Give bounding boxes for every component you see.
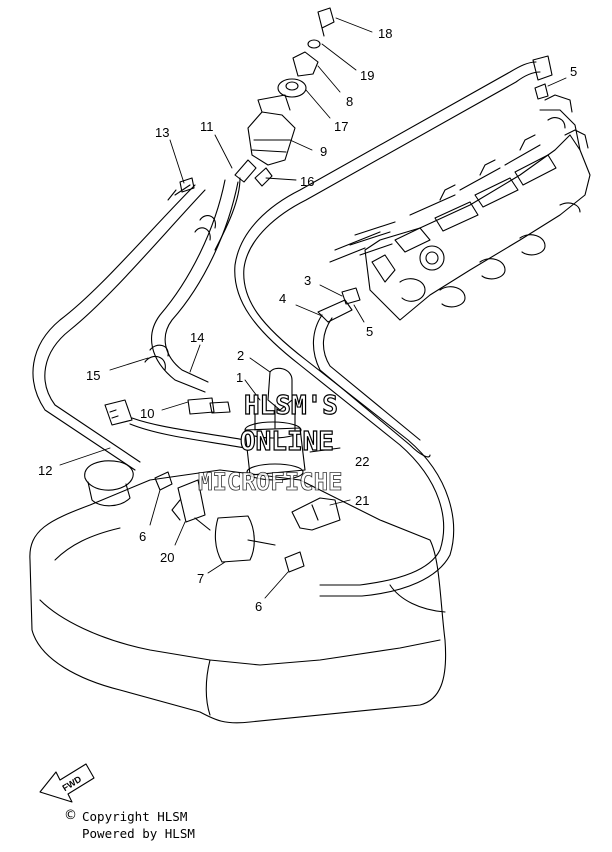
callout-10: 10 bbox=[140, 406, 154, 421]
watermark-line-1: HLSM'S bbox=[244, 391, 338, 421]
bracket-20 bbox=[171, 479, 206, 523]
callout-13: 13 bbox=[155, 125, 169, 140]
watermark-line-3: MICROFICHE bbox=[198, 468, 343, 496]
callout-20: 20 bbox=[160, 550, 174, 565]
fuel-sender-connector bbox=[234, 94, 296, 187]
callout-3: 3 bbox=[304, 273, 311, 288]
callout-8: 8 bbox=[346, 94, 353, 109]
fuel-hose-14-15 bbox=[144, 177, 241, 393]
callout-12: 12 bbox=[38, 463, 52, 478]
fuel-filter bbox=[194, 515, 276, 563]
callout-7: 7 bbox=[197, 571, 204, 586]
powered-by-line: Powered by HLSM bbox=[82, 826, 195, 841]
bracket-21 bbox=[291, 497, 341, 531]
callout-numbers: 18 19 8 17 9 16 11 13 5 3 4 5 14 15 2 1 … bbox=[38, 26, 577, 614]
fuel-hose-return bbox=[234, 61, 541, 597]
fuel-hose-12 bbox=[32, 184, 206, 471]
callout-14: 14 bbox=[190, 330, 204, 345]
fuel-hose-4 bbox=[312, 299, 431, 458]
callout-5-upper: 5 bbox=[570, 64, 577, 79]
wire-harness bbox=[104, 397, 246, 449]
callout-2: 2 bbox=[237, 348, 244, 363]
watermark-line-2: ONLINE bbox=[240, 427, 334, 457]
callout-17: 17 bbox=[334, 119, 348, 134]
fuel-tank bbox=[29, 460, 447, 724]
copyright-symbol: © bbox=[64, 808, 77, 823]
fwd-arrow bbox=[39, 763, 95, 803]
callout-19: 19 bbox=[360, 68, 374, 83]
leader-lines bbox=[59, 17, 567, 599]
callout-16: 16 bbox=[300, 174, 314, 189]
watermark: HLSM'S ONLINE MICROFICHE bbox=[198, 390, 343, 496]
callout-6-left: 6 bbox=[139, 529, 146, 544]
callout-4: 4 bbox=[279, 291, 286, 306]
fuel-pump bbox=[244, 367, 306, 481]
hose-clamps bbox=[179, 55, 553, 305]
fastener-stack bbox=[277, 7, 335, 98]
callout-6-bottom: 6 bbox=[255, 599, 262, 614]
callout-15: 15 bbox=[86, 368, 100, 383]
callout-22: 22 bbox=[355, 454, 369, 469]
carburetor-assembly bbox=[329, 94, 591, 321]
callout-21: 21 bbox=[355, 493, 369, 508]
hose-clamp-6 bbox=[154, 471, 305, 573]
callout-5-lower: 5 bbox=[366, 324, 373, 339]
callout-18: 18 bbox=[378, 26, 392, 41]
copyright-line: Copyright HLSM bbox=[82, 809, 188, 824]
callout-11: 11 bbox=[200, 119, 214, 134]
callout-1: 1 bbox=[236, 370, 243, 385]
fwd-label: FWD bbox=[60, 774, 83, 794]
callout-9: 9 bbox=[320, 144, 327, 159]
